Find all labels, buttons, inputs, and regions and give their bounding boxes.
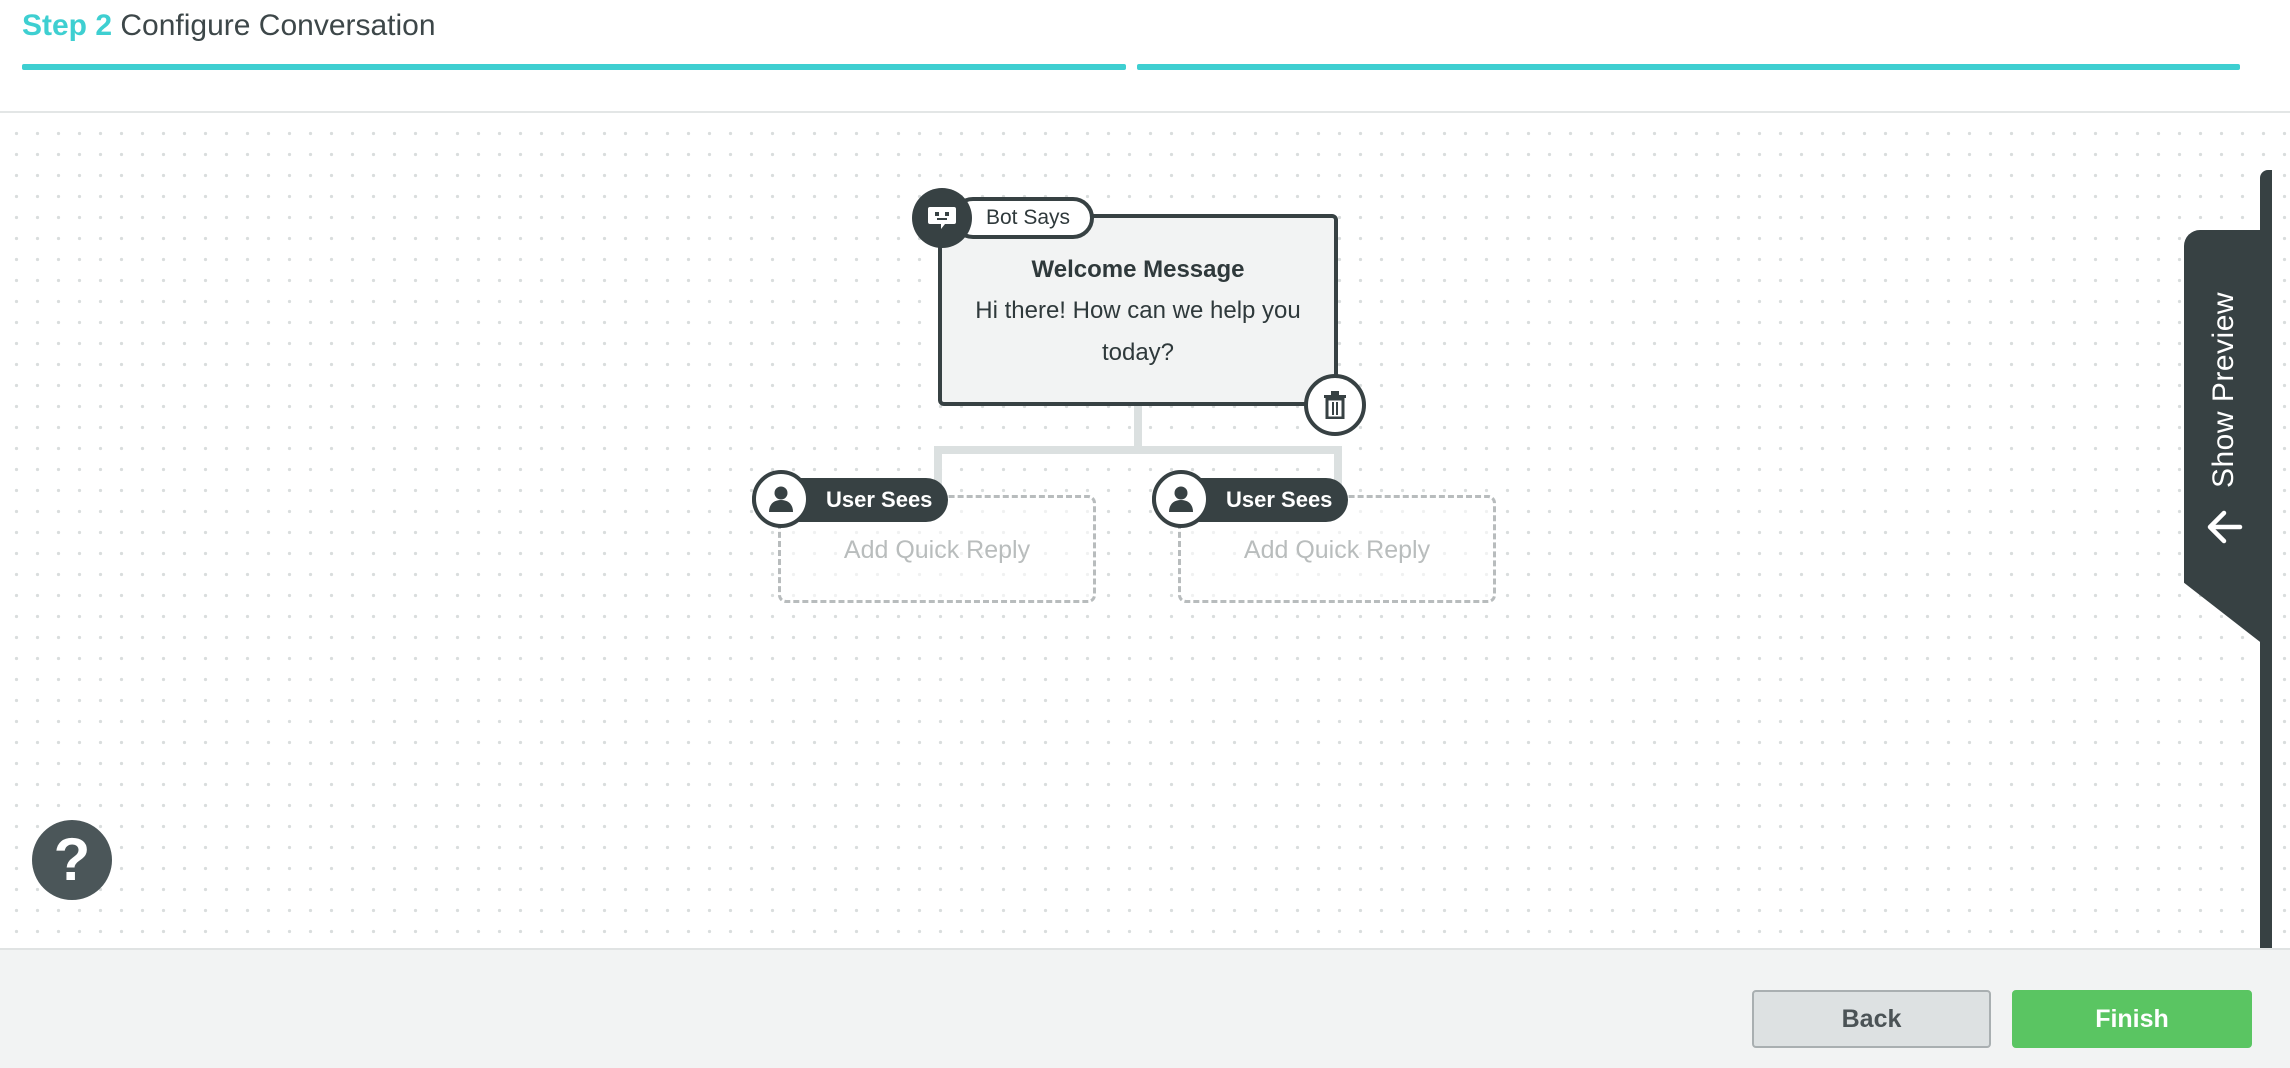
user-icon <box>1152 470 1210 528</box>
progress-bar-step-1 <box>22 64 1126 70</box>
show-preview-label: Show Preview <box>2207 291 2240 489</box>
connector-horizontal <box>934 446 1342 454</box>
bot-icon <box>912 188 972 248</box>
bot-message-text: Hi there! How can we help you today? <box>975 297 1301 366</box>
connector-right-branch <box>1334 446 1342 492</box>
page-header: Step 2 Configure Conversation <box>0 0 2290 113</box>
page-title: Step 2 Configure Conversation <box>22 8 436 44</box>
add-quick-reply-placeholder: Add Quick Reply <box>843 536 1031 564</box>
step-name: Configure Conversation <box>120 9 436 42</box>
delete-node-button[interactable] <box>1304 374 1366 436</box>
progress-bar-step-2 <box>1137 64 2240 70</box>
help-button[interactable]: ? <box>32 820 112 900</box>
bot-says-label: Bot Says <box>986 206 1071 229</box>
add-quick-reply-placeholder: Add Quick Reply <box>1243 536 1431 564</box>
bot-message-title: Welcome Message <box>1031 256 1245 283</box>
user-icon <box>752 470 810 528</box>
connector-trunk <box>1134 406 1142 452</box>
help-icon: ? <box>53 826 91 893</box>
back-button[interactable]: Back <box>1752 990 1991 1048</box>
step-number: Step 2 <box>22 9 113 42</box>
user-sees-label: User Sees <box>1226 487 1333 512</box>
trash-icon <box>1324 391 1346 419</box>
bot-says-badge: Bot Says <box>952 197 1094 239</box>
bot-message-node[interactable]: Welcome Message Hi there! How can we hel… <box>938 214 1338 406</box>
connector-left-branch <box>934 446 942 492</box>
arrow-left-icon <box>2206 510 2244 549</box>
user-sees-label: User Sees <box>826 487 933 512</box>
show-preview-tab[interactable] <box>2184 230 2264 645</box>
finish-button[interactable]: Finish <box>2012 990 2252 1048</box>
